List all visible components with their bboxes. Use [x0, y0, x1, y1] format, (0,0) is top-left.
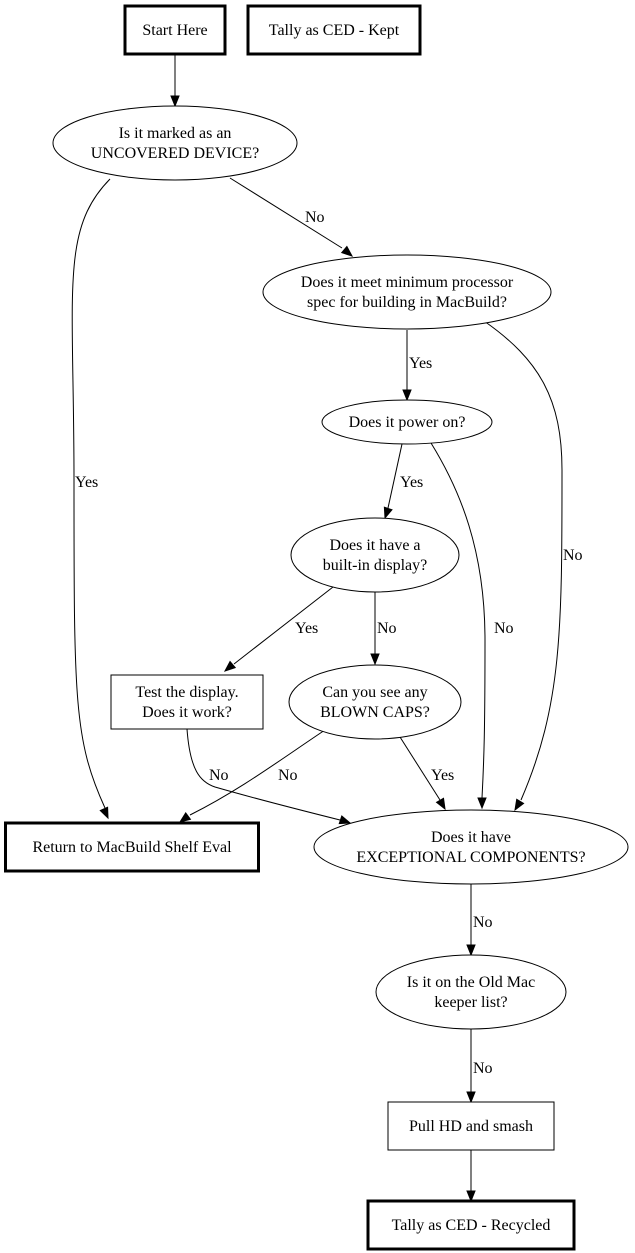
node-uncovered[interactable]: Is it marked as an UNCOVERED DEVICE?	[52, 105, 298, 181]
arrowhead-icon	[340, 245, 354, 257]
node-label: Does it have a	[329, 537, 420, 554]
node-keeper[interactable]: Is it on the Old Mac keeper list?	[375, 954, 567, 1030]
node-start[interactable]: Start Here	[123, 4, 227, 56]
arrowhead-icon	[435, 797, 446, 811]
node-pullhd[interactable]: Pull HD and smash	[387, 1101, 555, 1151]
edge-start-uncovered	[170, 54, 180, 108]
arrowhead-icon	[170, 95, 180, 108]
node-label: built-in display?	[323, 557, 427, 574]
arrowhead-icon	[514, 798, 525, 812]
edge-label-no: No	[305, 209, 325, 226]
edge-label-no: No	[209, 767, 229, 784]
edge-line	[233, 586, 334, 665]
edge-exceptional-keeper	[466, 884, 476, 957]
terminal-box	[4, 821, 260, 873]
node-label: BLOWN CAPS?	[320, 704, 430, 721]
edge-label-yes: Yes	[75, 474, 98, 491]
edge-line	[189, 729, 326, 816]
edge-line	[186, 728, 341, 821]
edge-power-exceptional	[430, 442, 487, 810]
edge-keeper-pullhd	[466, 1029, 476, 1104]
decision-ellipse	[52, 105, 298, 181]
edge-line	[430, 442, 486, 799]
edge-caps-shelf	[178, 729, 326, 823]
edge-label-no: No	[473, 914, 493, 931]
edge-caps-exceptional	[399, 736, 446, 811]
arrowhead-icon	[477, 797, 487, 810]
edge-uncovered-processor	[229, 177, 354, 257]
node-label: Start Here	[142, 22, 207, 39]
process-box	[387, 1101, 555, 1151]
decision-ellipse	[290, 517, 460, 593]
arrowhead-icon	[402, 389, 412, 402]
decision-ellipse	[288, 664, 462, 740]
arrowhead-icon	[466, 1091, 476, 1104]
node-label: Tally as CED - Recycled	[392, 1217, 551, 1234]
node-processor[interactable]: Does it meet minimum processor spec for b…	[262, 254, 552, 330]
edge-label-no: No	[473, 1060, 493, 1077]
node-label: Return to MacBuild Shelf Eval	[32, 839, 232, 856]
node-label: Does it have	[431, 829, 511, 846]
edge-power-display	[383, 443, 403, 520]
edge-label-yes: Yes	[400, 474, 423, 491]
node-shelf[interactable]: Return to MacBuild Shelf Eval	[4, 821, 260, 873]
edge-label-no: No	[563, 547, 583, 564]
terminal-box	[366, 1199, 576, 1251]
edge-label-yes: Yes	[295, 620, 318, 637]
edge-testdisplay-exceptional	[186, 728, 352, 825]
edge-processor-power	[402, 330, 412, 402]
arrowhead-icon	[223, 660, 237, 672]
process-box	[110, 674, 264, 730]
edge-pullhd-recycled	[466, 1150, 476, 1203]
edge-uncovered-shelf	[71, 178, 111, 820]
arrowhead-icon	[338, 815, 352, 825]
node-label: Pull HD and smash	[409, 1118, 533, 1135]
arrowhead-icon	[178, 811, 192, 823]
node-kept[interactable]: Tally as CED - Kept	[246, 4, 422, 56]
node-label: spec for building in MacBuild?	[307, 294, 507, 311]
node-label: Test the display.	[135, 684, 238, 701]
edge-label-yes: Yes	[409, 355, 432, 372]
node-label: Does it power on?	[349, 414, 466, 431]
edge-label-no: No	[494, 620, 514, 637]
node-display[interactable]: Does it have a built-in display?	[290, 517, 460, 593]
decision-ellipse	[262, 254, 552, 330]
node-testdisplay[interactable]: Test the display. Does it work?	[110, 674, 264, 730]
arrowhead-icon	[466, 944, 476, 957]
decision-ellipse	[321, 399, 493, 445]
edge-label-yes: Yes	[431, 767, 454, 784]
node-recycled[interactable]: Tally as CED - Recycled	[366, 1199, 576, 1251]
edge-label-no: No	[377, 620, 397, 637]
node-label: Is it on the Old Mac	[407, 974, 535, 991]
terminal-box	[123, 4, 227, 56]
edge-line	[71, 178, 111, 809]
node-label: Tally as CED - Kept	[269, 22, 400, 39]
node-power[interactable]: Does it power on?	[321, 399, 493, 445]
edge-line	[387, 443, 403, 509]
arrowhead-icon	[466, 1190, 476, 1203]
node-label: Does it meet minimum processor	[301, 274, 514, 291]
node-label: Can you see any	[322, 684, 427, 701]
edge-display-testdisplay	[223, 586, 334, 672]
decision-ellipse	[375, 954, 567, 1030]
node-label: Is it marked as an	[119, 125, 232, 142]
node-label: Does it work?	[142, 704, 232, 721]
terminal-box	[246, 4, 422, 56]
arrowhead-icon	[99, 806, 109, 820]
edge-line	[229, 177, 343, 249]
node-label: EXCEPTIONAL COMPONENTS?	[356, 849, 585, 866]
edge-display-caps	[370, 592, 380, 666]
decision-ellipse	[313, 809, 629, 885]
edge-line	[399, 736, 441, 801]
arrowhead-icon	[370, 653, 380, 666]
arrowhead-icon	[383, 506, 393, 520]
node-label: keeper list?	[434, 994, 507, 1011]
edge-processor-exceptional	[483, 320, 563, 812]
edge-line	[483, 320, 563, 801]
edge-label-no: No	[278, 767, 298, 784]
node-label: UNCOVERED DEVICE?	[91, 145, 259, 162]
